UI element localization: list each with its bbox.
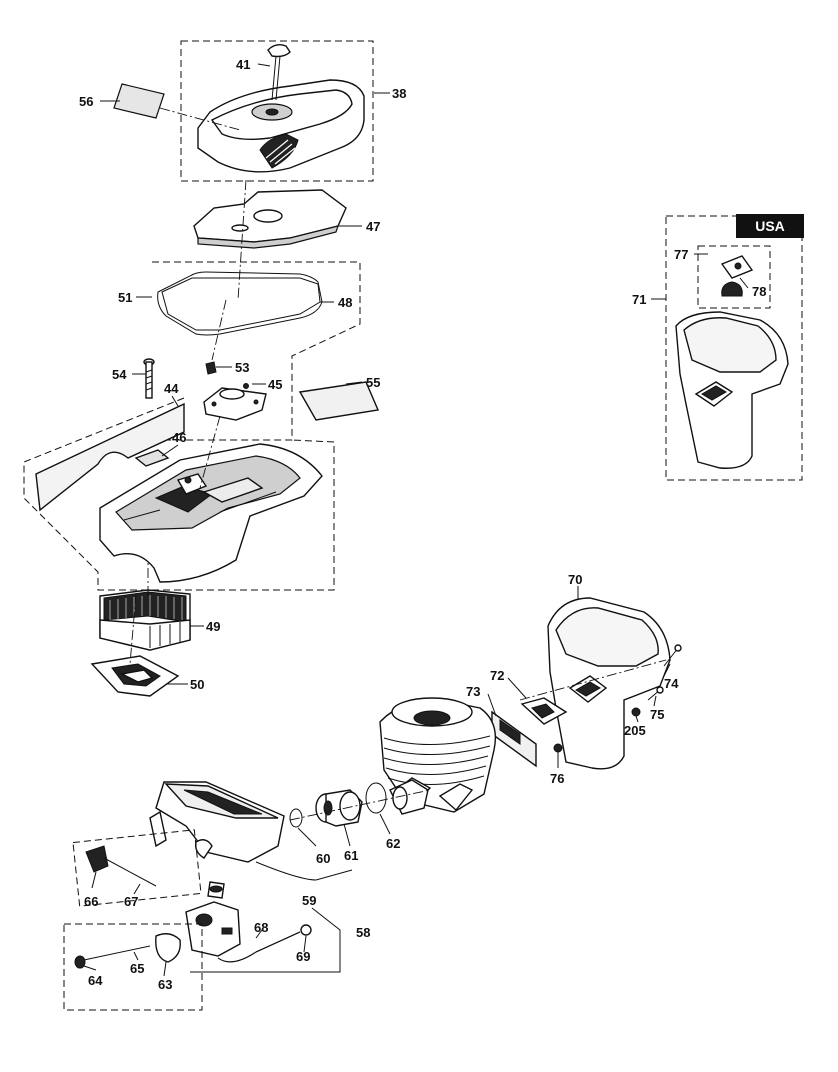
usa-frame [665, 215, 803, 481]
air-box [149, 781, 285, 863]
label-61: 61 [344, 848, 358, 863]
label-72: 72 [490, 668, 504, 683]
label-46: 46 [172, 430, 186, 445]
filter-frame-50 [90, 655, 180, 697]
nut-205 [631, 707, 641, 717]
label-55: 55 [366, 375, 380, 390]
label-48: 48 [338, 295, 352, 310]
label-75: 75 [650, 707, 664, 722]
label-59: 59 [302, 893, 316, 908]
label-41: 41 [236, 57, 250, 72]
label-58: 58 [356, 925, 370, 940]
label-73: 73 [466, 684, 480, 699]
label-53: 53 [235, 360, 249, 375]
usa-screen-78 [721, 281, 743, 297]
intake-boot-61 [315, 789, 363, 827]
cover-knob-hole [265, 108, 279, 116]
label-74: 74 [664, 676, 679, 691]
label-51: 51 [118, 290, 132, 305]
label-45: 45 [268, 377, 282, 392]
label-205: 205 [624, 723, 646, 738]
fitting-69 [300, 924, 312, 936]
gasket-group-frame [152, 261, 361, 441]
ring-60 [289, 808, 303, 828]
seal-48 [157, 271, 323, 336]
cover-vent-grille [259, 133, 299, 169]
label-49: 49 [206, 619, 220, 634]
intake-flange [389, 779, 429, 815]
screw-54 [143, 358, 155, 399]
decal-56 [113, 83, 165, 119]
label-44: 44 [164, 381, 179, 396]
label-63: 63 [158, 977, 172, 992]
label-60: 60 [316, 851, 330, 866]
filter-plate-hole [253, 209, 283, 223]
clamp-62 [365, 782, 387, 814]
label-71: 71 [632, 292, 646, 307]
gasket-63 [155, 933, 181, 963]
housing-side-panel [35, 402, 185, 512]
label-68: 68 [254, 920, 268, 935]
label-65: 65 [130, 961, 144, 976]
label-70: 70 [568, 572, 582, 587]
label-69: 69 [296, 949, 310, 964]
label-67: 67 [124, 894, 138, 909]
screw-74 [663, 644, 682, 667]
label-62: 62 [386, 836, 400, 851]
leader-lines [83, 63, 749, 977]
label-50: 50 [190, 677, 204, 692]
bolt-group-frame [63, 923, 203, 1011]
part-labels: 41 56 38 47 51 48 54 53 45 44 55 46 49 5… [79, 57, 766, 992]
label-47: 47 [366, 219, 380, 234]
usa-badge [736, 214, 804, 238]
label-54: 54 [112, 367, 127, 382]
label-78: 78 [752, 284, 766, 299]
carburetor [185, 881, 241, 957]
label-76: 76 [550, 771, 564, 786]
label-77: 77 [674, 247, 688, 262]
bracket-45 [203, 383, 267, 421]
filter-element-49 [99, 589, 191, 651]
bolt-64 [74, 945, 151, 969]
cover-knob-41 [267, 43, 291, 101]
screw-75 [647, 686, 664, 701]
clip-53 [205, 361, 217, 375]
gasket-46 [134, 449, 170, 467]
label-66: 66 [84, 894, 98, 909]
cover-group-frame [180, 40, 374, 182]
housing-group-frame [23, 397, 335, 591]
label-38: 38 [392, 86, 406, 101]
label-64: 64 [88, 973, 103, 988]
nut-76 [553, 743, 563, 753]
vent-slats [265, 139, 296, 165]
usa-badge-text: USA [755, 218, 785, 234]
label-56: 56 [79, 94, 93, 109]
rod-67-frame [72, 829, 202, 907]
lever-66 [85, 845, 157, 887]
panel-55 [298, 381, 379, 421]
